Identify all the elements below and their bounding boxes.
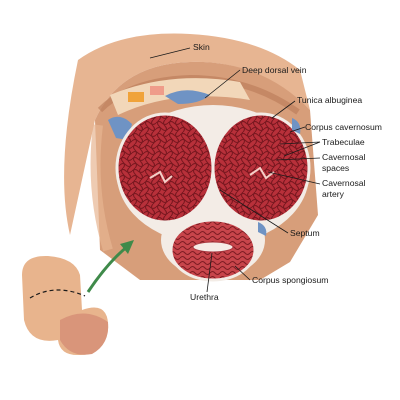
corpus-cavernosum-left xyxy=(115,112,215,224)
label-cavernosal-artery-1: Cavernosal xyxy=(322,178,366,188)
label-deep-dorsal-vein: Deep dorsal vein xyxy=(242,65,307,75)
artery-strip-icon xyxy=(150,86,164,95)
label-cavernosal-artery-2: artery xyxy=(322,189,345,199)
corpus-spongiosum xyxy=(169,218,257,282)
urethra-lumen xyxy=(192,241,234,253)
deep-dorsal-vein-shape xyxy=(165,90,210,104)
label-corpus-cavernosum: Corpus cavernosum xyxy=(305,122,382,132)
nerve-strip-icon xyxy=(128,92,144,102)
vessel-lower-icon xyxy=(258,222,267,236)
cut-line xyxy=(29,289,86,299)
leader-lines xyxy=(149,47,321,293)
label-cavernosal-spaces-2: spaces xyxy=(322,163,349,173)
label-septum: Septum xyxy=(290,228,320,238)
label-corpus-spongiosum: Corpus spongiosum xyxy=(252,275,328,285)
label-tunica-albuginea: Tunica albuginea xyxy=(297,95,362,105)
label-urethra: Urethra xyxy=(190,292,219,302)
penis-thumbnail xyxy=(22,255,109,356)
label-skin: Skin xyxy=(193,42,210,52)
vessel-right-icon xyxy=(292,118,301,134)
section-arrow xyxy=(86,240,134,293)
label-cavernosal-spaces-1: Cavernosal xyxy=(322,152,366,162)
label-trabeculae: Trabeculae xyxy=(322,137,365,147)
